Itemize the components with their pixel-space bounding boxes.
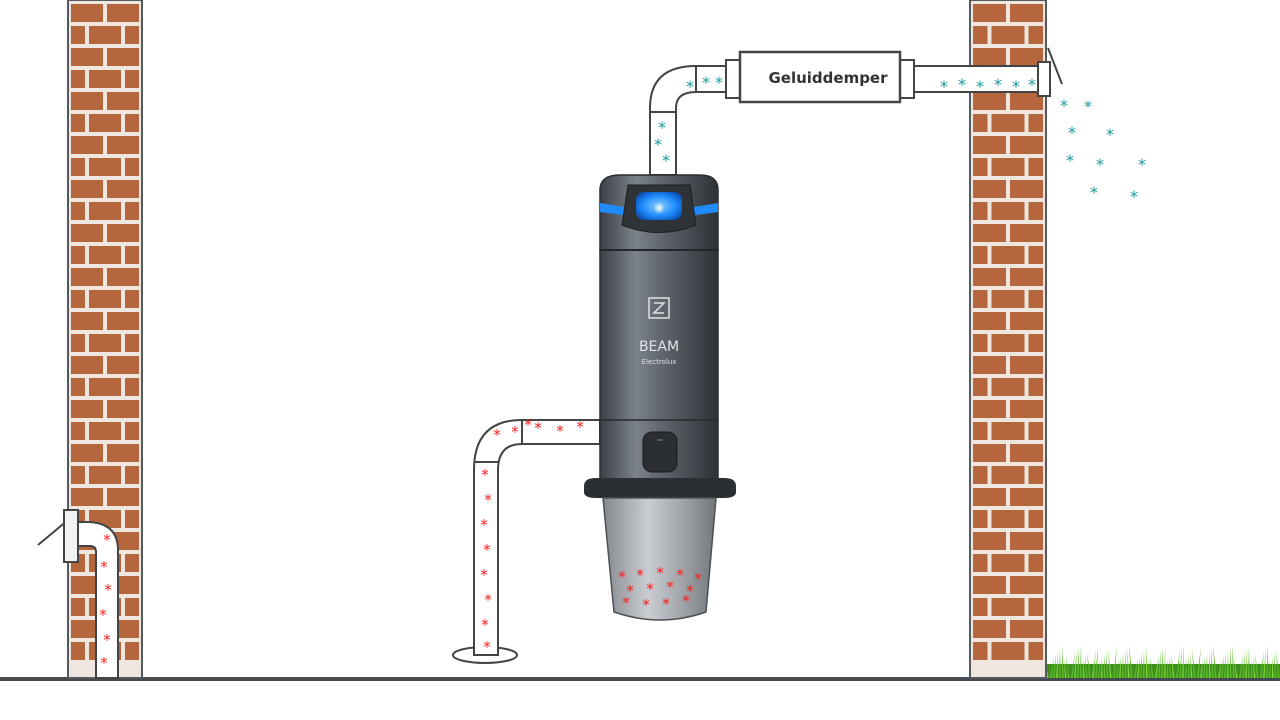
svg-text:*: * bbox=[1084, 97, 1092, 116]
svg-text:*: * bbox=[103, 631, 111, 649]
muffler-label: Geluiddemper bbox=[768, 69, 888, 87]
svg-text:*: * bbox=[100, 558, 108, 576]
svg-text:*: * bbox=[1012, 77, 1020, 96]
grass bbox=[1045, 644, 1280, 678]
clean-air-particles: ********************* bbox=[654, 73, 1146, 206]
svg-text:*: * bbox=[480, 516, 488, 534]
svg-text:*: * bbox=[646, 580, 654, 598]
svg-text:*: * bbox=[100, 654, 108, 672]
svg-text:*: * bbox=[662, 595, 670, 613]
brick-wall-right bbox=[969, 0, 1047, 679]
svg-text:*: * bbox=[1060, 96, 1068, 115]
svg-text:*: * bbox=[666, 578, 674, 596]
svg-text:*: * bbox=[654, 135, 662, 154]
svg-text:*: * bbox=[484, 591, 492, 609]
svg-text:*: * bbox=[662, 151, 670, 170]
svg-text:*: * bbox=[715, 73, 723, 92]
svg-text:*: * bbox=[636, 566, 644, 584]
svg-text:*: * bbox=[682, 592, 690, 610]
svg-text:*: * bbox=[534, 419, 542, 437]
status-indicator-icon: ◉ bbox=[654, 201, 664, 214]
dirty-air-particles: ********************************* bbox=[99, 416, 702, 672]
floor-line bbox=[0, 677, 1280, 681]
svg-text:*: * bbox=[493, 426, 501, 444]
svg-text:*: * bbox=[1028, 75, 1036, 94]
inlet-pipe bbox=[452, 419, 601, 664]
svg-text:*: * bbox=[481, 616, 489, 634]
svg-text:*: * bbox=[480, 566, 488, 584]
svg-text:*: * bbox=[576, 418, 584, 436]
unit-brand: BEAM bbox=[639, 339, 679, 355]
wall-inlet-valve bbox=[37, 509, 119, 679]
power-button[interactable] bbox=[642, 431, 678, 473]
svg-text:*: * bbox=[1068, 123, 1076, 142]
exhaust-pipe bbox=[649, 47, 1063, 176]
svg-text:*: * bbox=[676, 566, 684, 584]
svg-text:*: * bbox=[686, 582, 694, 600]
svg-text:*: * bbox=[99, 606, 107, 624]
central-vacuum-unit: ◉ BEAM Electrolux bbox=[584, 174, 736, 621]
svg-text:*: * bbox=[976, 77, 984, 96]
svg-text:*: * bbox=[702, 73, 710, 92]
electrolux-logo-icon bbox=[648, 297, 670, 319]
svg-text:*: * bbox=[1090, 183, 1098, 202]
svg-text:*: * bbox=[1066, 151, 1074, 170]
svg-text:*: * bbox=[484, 491, 492, 509]
svg-text:*: * bbox=[958, 75, 966, 94]
svg-text:*: * bbox=[1096, 155, 1104, 174]
svg-text:*: * bbox=[694, 570, 702, 588]
muffler: Geluiddemper bbox=[738, 50, 902, 104]
svg-text:*: * bbox=[1106, 125, 1114, 144]
unit-subbrand: Electrolux bbox=[642, 358, 677, 366]
svg-text:*: * bbox=[656, 564, 664, 582]
svg-text:*: * bbox=[103, 531, 111, 549]
svg-text:*: * bbox=[1138, 155, 1146, 174]
svg-text:*: * bbox=[626, 582, 634, 600]
svg-text:*: * bbox=[483, 541, 491, 559]
svg-text:*: * bbox=[1130, 187, 1138, 206]
svg-text:*: * bbox=[618, 568, 626, 586]
svg-text:*: * bbox=[686, 77, 694, 96]
svg-text:*: * bbox=[483, 638, 491, 656]
svg-text:*: * bbox=[524, 416, 532, 434]
svg-text:*: * bbox=[642, 596, 650, 614]
svg-text:*: * bbox=[994, 75, 1002, 94]
led-display bbox=[636, 192, 682, 220]
svg-text:*: * bbox=[940, 77, 948, 96]
svg-text:*: * bbox=[658, 118, 666, 137]
svg-text:*: * bbox=[622, 594, 630, 612]
svg-text:*: * bbox=[481, 466, 489, 484]
svg-text:*: * bbox=[511, 423, 519, 441]
svg-text:*: * bbox=[556, 422, 564, 440]
svg-text:*: * bbox=[104, 581, 112, 599]
